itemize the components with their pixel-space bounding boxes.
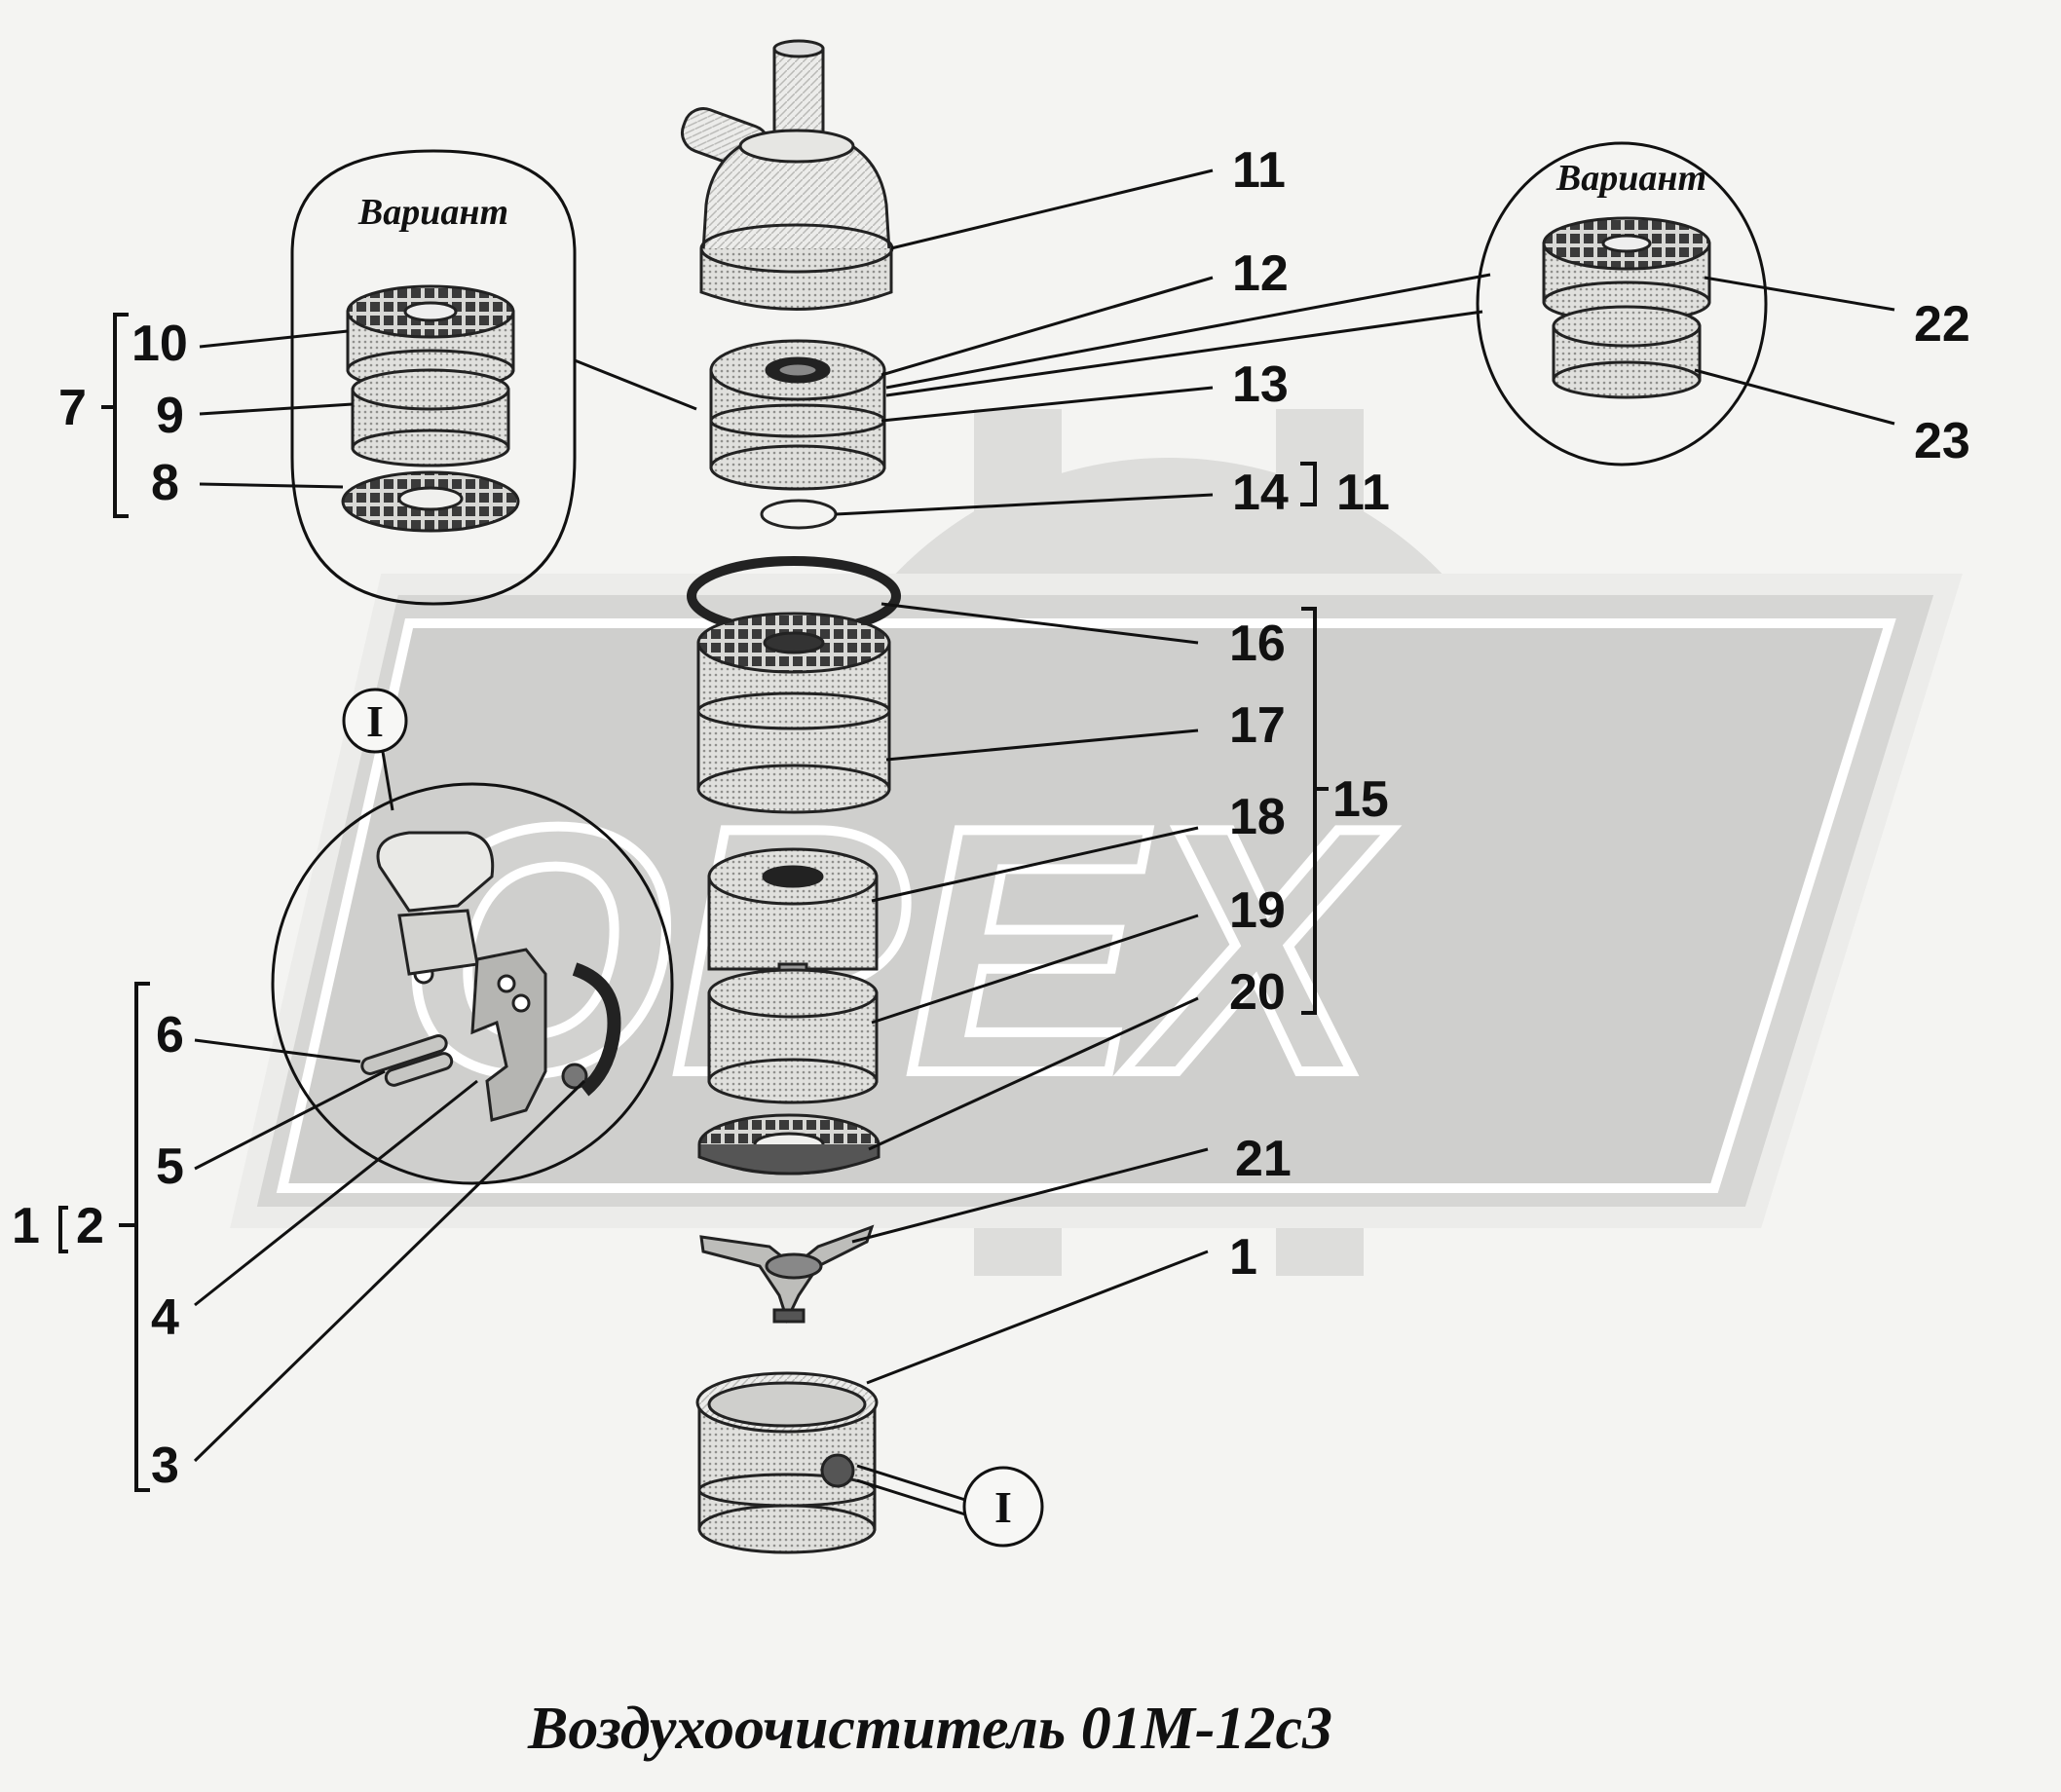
callout-1-group: 1: [12, 1198, 40, 1254]
callout-21: 21: [1235, 1131, 1292, 1187]
detail-bubble: I I: [271, 688, 1044, 1548]
diagram-caption: Воздухоочиститель 01М-12с3: [527, 1696, 1332, 1762]
part-12-13-filter: [709, 339, 886, 491]
callout-2: 2: [76, 1198, 104, 1254]
part-9-element: [351, 368, 510, 467]
detail-marker-top: [342, 688, 408, 754]
part-10-cap: [346, 284, 515, 392]
part-5-6-pins: [360, 1034, 454, 1087]
part-16-17-cartridge: [687, 556, 901, 814]
callout-22: 22: [1914, 296, 1970, 353]
part-18-19-element: [707, 847, 879, 1104]
callout-1: 1: [1229, 1229, 1257, 1286]
part-20-grille: [697, 1113, 881, 1176]
variant-bubble-left: Вариант: [290, 149, 697, 606]
callout-11: 11: [1232, 142, 1286, 199]
part-14-ring: [760, 499, 838, 530]
callout-19: 19: [1229, 882, 1286, 939]
callout-18: 18: [1229, 789, 1286, 845]
part-4-latch: [470, 948, 547, 1122]
center-parts-stack: [680, 39, 901, 1554]
callout-7: 7: [58, 380, 87, 436]
detail-housing-fragment: [376, 831, 495, 985]
group-brackets: [58, 313, 1329, 1492]
callout-13: 13: [1232, 356, 1289, 413]
part-3-spring: [561, 962, 621, 1097]
part-1-housing: [695, 1371, 879, 1554]
detail-marker-bottom: [962, 1466, 1044, 1548]
variant-title-left: Вариант: [357, 192, 508, 233]
callout-15: 15: [1332, 771, 1389, 828]
callout-16: 16: [1229, 616, 1286, 672]
callout-11b: 11: [1336, 465, 1390, 521]
detail-marker-bottom-label: I: [994, 1482, 1012, 1532]
callout-23: 23: [1914, 413, 1970, 469]
detail-marker-top-label: I: [366, 696, 384, 746]
part-8-grille: [341, 470, 520, 533]
part-21-spider: [699, 1224, 875, 1325]
callout-labels: 11 12 13 14 11 16 17 15 18 19 20 21 1 22…: [12, 142, 1970, 1494]
callout-6: 6: [156, 1007, 184, 1064]
callout-9: 9: [156, 388, 184, 444]
callout-20: 20: [1229, 964, 1286, 1021]
variant-title-right: Вариант: [1555, 158, 1706, 199]
callout-14: 14: [1232, 465, 1289, 521]
callout-17: 17: [1229, 697, 1286, 754]
part-11-cover: [680, 39, 894, 311]
callout-10: 10: [131, 316, 188, 372]
variant-bubble-right: Вариант: [885, 141, 1768, 467]
callout-4: 4: [151, 1289, 179, 1346]
callout-8: 8: [151, 455, 179, 511]
leader-lines: [193, 168, 1895, 1463]
callout-12: 12: [1232, 245, 1289, 302]
watermark: ОРЕХ: [230, 409, 1963, 1276]
callout-5: 5: [156, 1139, 184, 1195]
part-23-element: [1552, 305, 1702, 399]
callout-3: 3: [151, 1437, 179, 1494]
